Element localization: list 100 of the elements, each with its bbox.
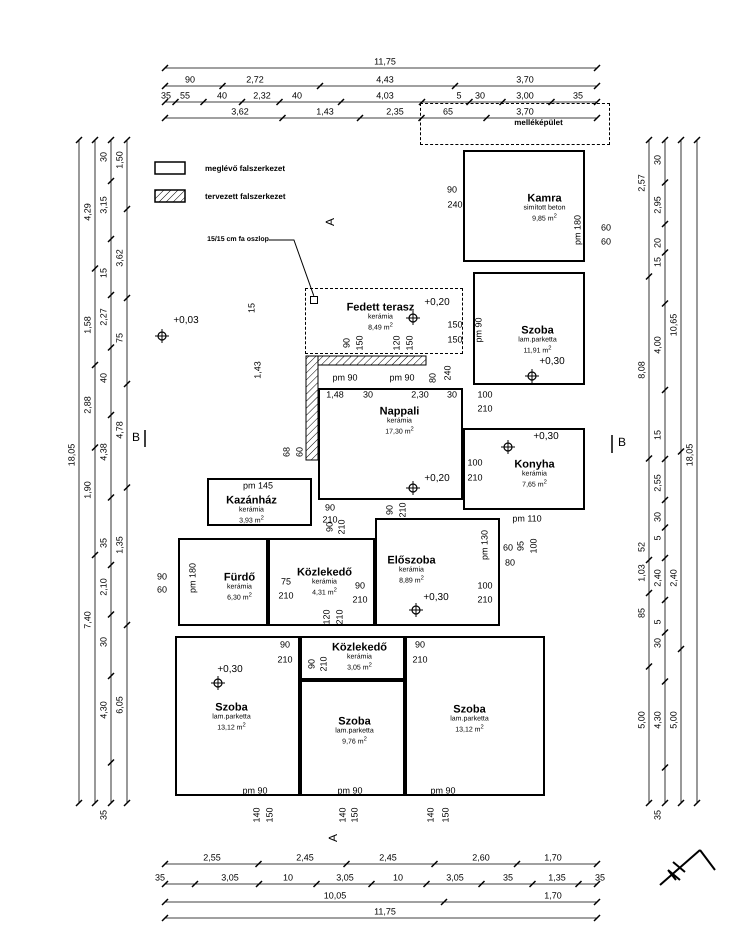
opening-dimension: 100	[477, 582, 493, 590]
legend-text: tervezett falszerkezet	[205, 192, 286, 201]
opening-dimension: 80	[428, 373, 438, 383]
room-name: Konyha	[514, 458, 555, 470]
dimension-value: 4,38	[100, 443, 108, 461]
room-outline	[318, 388, 463, 500]
dimension-value: 3,15	[100, 196, 108, 214]
dimension-value: 75	[116, 333, 124, 343]
dimension-value: 55	[180, 92, 190, 100]
dimension-value: 3,05	[336, 874, 354, 882]
room-name: Fedett terasz	[346, 300, 414, 313]
room-outline	[178, 538, 268, 626]
opening-dimension: 150	[266, 807, 274, 823]
dimension-value: 90	[185, 76, 195, 84]
opening-dimension: pm 110	[512, 514, 542, 524]
dimension-value: 15	[654, 257, 662, 267]
dimension-value: 2,57	[638, 174, 646, 192]
opening-dimension: 90	[157, 572, 167, 582]
dimension-value: 40	[217, 92, 227, 100]
opening-dimension: 150	[442, 807, 450, 823]
dimension-value: 35	[100, 538, 108, 548]
room-outline	[305, 288, 463, 354]
dimension-value: 2,55	[654, 474, 662, 492]
opening-dimension: 100	[477, 390, 493, 400]
opening-dimension: 210	[412, 656, 428, 664]
dimension-value: 2,45	[296, 854, 314, 862]
opening-dimension: 90	[342, 338, 352, 348]
floor-level: +0,20	[424, 298, 450, 308]
room-name: Szoba	[214, 700, 249, 713]
opening-dimension: pm 130	[480, 530, 490, 560]
dimension-value: 1,50	[116, 151, 124, 169]
opening-dimension: 150	[447, 336, 463, 344]
dimension-value: 6,05	[116, 696, 124, 714]
dimension-value: 4,00	[654, 336, 662, 354]
dimension-value: 18,05	[686, 444, 694, 466]
dimension-value: 40	[292, 92, 302, 100]
opening-dimension: 100	[467, 458, 483, 468]
dimension-value: 1,90	[84, 481, 92, 499]
room-name: Közlekedő	[297, 566, 352, 578]
opening-dimension: 90	[326, 522, 334, 532]
dimension-value: 4,30	[654, 711, 662, 729]
opening-dimension: 15	[248, 303, 256, 313]
dimension-value: 2,40	[670, 569, 678, 587]
dimension-value: 11,75	[374, 908, 396, 916]
section-marker: A	[327, 834, 339, 842]
room-outline	[375, 518, 500, 626]
dimension-value: 10	[283, 874, 293, 882]
floor-level: +0,30	[423, 593, 449, 603]
dimension-value: 65	[443, 108, 453, 116]
dimension-value: 1,58	[84, 316, 92, 334]
opening-dimension: 90	[308, 659, 316, 669]
annex-outline	[420, 103, 610, 145]
room-outline	[268, 538, 375, 626]
dimension-value: 4,43	[376, 76, 394, 84]
dimension-value: 2,10	[100, 578, 108, 596]
opening-dimension: 150	[447, 320, 463, 330]
room-name: Előszoba	[387, 554, 436, 566]
dimension-value: 30	[654, 155, 662, 165]
dimension-value: 35	[654, 810, 662, 820]
opening-dimension: 68	[282, 447, 292, 457]
dimension-value: 2,35	[386, 108, 404, 116]
floor-level: +0,30	[539, 357, 565, 367]
dimension-value: 10,65	[670, 314, 678, 336]
dimension-value: 35	[503, 874, 513, 882]
room-outline	[463, 428, 585, 510]
opening-dimension: 60	[601, 238, 611, 246]
room-outline	[300, 636, 405, 680]
opening-dimension: 60	[157, 586, 167, 594]
opening-dimension: 210	[277, 656, 293, 664]
dimension-value: 2,27	[100, 308, 108, 326]
leader-line	[268, 240, 314, 296]
opening-dimension: 95	[516, 541, 526, 551]
room-name: Szoba	[337, 714, 372, 727]
dimension-value: 5	[654, 536, 662, 540]
dimension-value: 35	[155, 874, 165, 882]
opening-dimension: 210	[320, 656, 328, 672]
dimension-value: 1,35	[548, 874, 566, 882]
opening-dimension: 2,30	[411, 390, 429, 400]
opening-dimension: 30	[447, 390, 457, 400]
dimension-value: 2,95	[654, 196, 662, 214]
dimension-value: 30	[100, 637, 108, 647]
opening-dimension: 1,43	[254, 361, 262, 379]
dimension-value: 5	[456, 92, 462, 100]
opening-dimension: 150	[356, 335, 364, 351]
dimension-value: 35	[100, 810, 108, 820]
dimension-value: 30	[654, 512, 662, 522]
dimension-value: 1,43	[316, 108, 334, 116]
dimension-value: 11,75	[374, 58, 396, 66]
dimension-value: 3,62	[231, 108, 249, 116]
opening-dimension: 90	[325, 504, 335, 512]
room-outline	[300, 680, 405, 796]
dimension-value: 2,40	[654, 569, 662, 587]
opening-dimension: 210	[278, 592, 294, 600]
dimension-value: 4,30	[100, 701, 108, 719]
dimension-value: 10	[393, 874, 403, 882]
dimension-value: 30	[100, 152, 108, 162]
dimension-value: 4,03	[376, 92, 394, 100]
opening-dimension: 210	[338, 519, 346, 535]
opening-dimension: 240	[447, 200, 463, 210]
room-outline	[463, 150, 585, 262]
